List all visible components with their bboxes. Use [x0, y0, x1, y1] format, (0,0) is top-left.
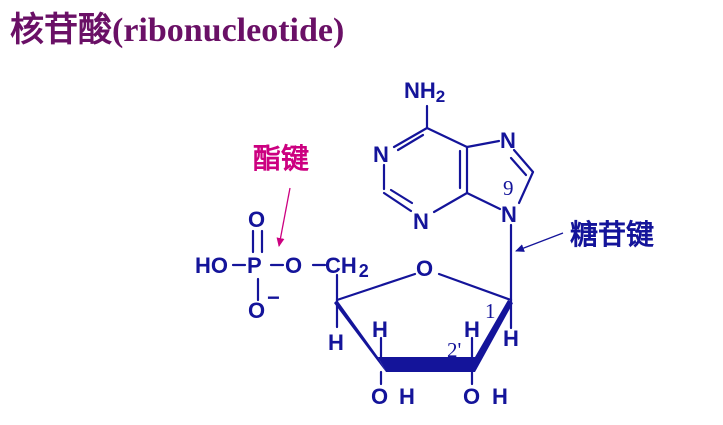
- n9-position-number: 9: [503, 176, 514, 200]
- wedge-c3-c2: [378, 357, 475, 372]
- n7-atom: N: [500, 128, 516, 153]
- phosphate-bonds: [231, 229, 327, 302]
- h-c1: H: [503, 326, 519, 351]
- adenine-bonds: [382, 104, 535, 214]
- glycosidic-bond-label: 糖苷键: [570, 218, 654, 251]
- ribose-bonds: [335, 223, 513, 386]
- page-title: 核苷酸(ribonucleotide): [10, 12, 345, 49]
- wedge-c4-c3: [334, 300, 386, 372]
- phosphorus-atom: P: [247, 253, 262, 278]
- o-c3-hydroxyl: O: [371, 384, 388, 409]
- n1-atom: N: [373, 142, 389, 167]
- n3-atom: N: [413, 209, 429, 234]
- hydroxyl-ho: HO: [195, 253, 228, 278]
- ester-bond-label: 酯键: [253, 142, 309, 175]
- phosphate-o-minus: −: [267, 285, 280, 310]
- h-c3-hydroxyl: H: [399, 384, 415, 409]
- h-c2: H: [464, 317, 480, 342]
- h-c2-hydroxyl: H: [492, 384, 508, 409]
- ester-bond-arrow: [276, 187, 291, 247]
- glycosidic-bond-arrow: [515, 232, 564, 252]
- c2-position-number: 2': [447, 338, 461, 362]
- o-c2-hydroxyl: O: [463, 384, 480, 409]
- n9-atom: N: [501, 202, 517, 227]
- ring-oxygen: O: [416, 256, 433, 281]
- wedge-c2-c1: [475, 300, 513, 372]
- h-c3: H: [372, 317, 388, 342]
- h-c4: H: [328, 330, 344, 355]
- c1-position-number: 1: [485, 299, 496, 323]
- phosphate-o-top: O: [248, 207, 265, 232]
- phosphate-o-bottom: O: [248, 298, 265, 323]
- phosphate-o-bridge: O: [285, 253, 302, 278]
- nh2-label: NH2: [404, 78, 445, 106]
